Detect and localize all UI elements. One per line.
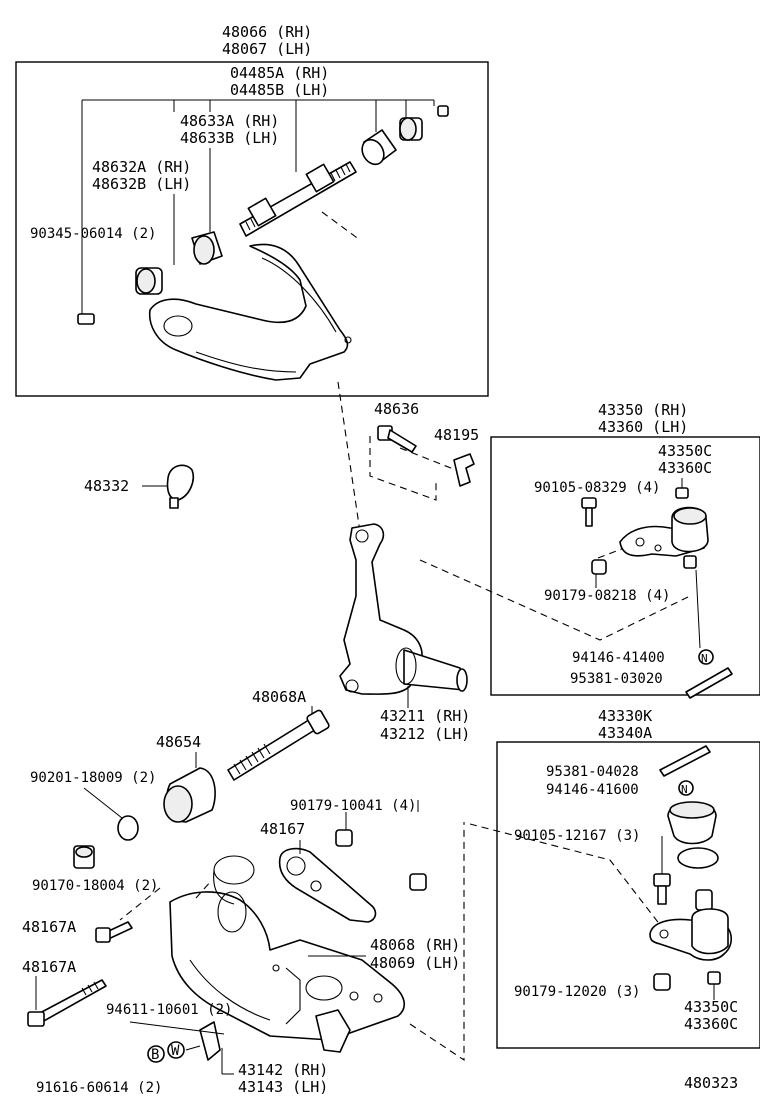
label-stopper-rh: 43142 (RH) — [238, 1061, 328, 1079]
label-boot-upper-rh: 43350C — [658, 442, 712, 460]
upper-arm-shaft — [239, 161, 357, 237]
bolt-48167a-long-part — [27, 979, 107, 1027]
label-shaft-kit-lh: 04485B (LH) — [230, 81, 329, 99]
bushing-48632-lower — [135, 267, 163, 295]
label-nut-18004: 90170-18004 (2) — [32, 878, 158, 894]
upper-ball-joint-box — [490, 436, 760, 696]
badge-b: B — [147, 1045, 165, 1063]
label-bolt-60614: 91616-60614 (2) — [36, 1080, 162, 1096]
upper-control-arm — [148, 243, 352, 381]
label-bolt-10601: 94611-10601 (2) — [106, 1002, 232, 1018]
badge-w: W — [167, 1041, 185, 1059]
label-bumper: 48332 — [84, 477, 129, 495]
steering-knuckle — [339, 523, 468, 695]
nut-10041-part — [335, 829, 353, 847]
label-bushing-48654: 48654 — [156, 733, 201, 751]
nut-lower-part — [653, 973, 671, 991]
label-nut-upper: 90179-08218 (4) — [544, 588, 670, 604]
label-ball-joint-upper-rh: 43350 (RH) — [598, 401, 688, 419]
lower-ball-joint-box — [496, 741, 760, 1049]
bushing-48633-lower — [191, 231, 223, 265]
label-pin-04028: 95381-04028 — [546, 764, 639, 780]
label-washer-18009: 90201-18009 (2) — [30, 770, 156, 786]
label-bushing-a-rh: 48632A (RH) — [92, 158, 191, 176]
label-nut-lower: 90179-12020 (3) — [514, 984, 640, 1000]
shaft-48068a-part — [227, 709, 330, 781]
label-upper-arm-lh: 48067 (LH) — [222, 40, 312, 58]
label-bushing-b-lh: 48633B (LH) — [180, 129, 279, 147]
label-link-48167: 48167 — [260, 820, 305, 838]
label-bolt-48636: 48636 — [374, 400, 419, 418]
grease-fitting-upper — [437, 105, 449, 117]
label-stopper-lh: 43143 (LH) — [238, 1078, 328, 1096]
label-shaft-48068a: 48068A — [252, 688, 306, 706]
label-boot-lower-rh: 43350C — [684, 998, 738, 1016]
grease-fitting-lower — [77, 313, 95, 325]
clip-48195-part — [453, 453, 475, 487]
label-nut-41600: 94146-41600 — [546, 782, 639, 798]
bolt-48636-part — [377, 425, 417, 453]
upper-ball-joint-part — [619, 487, 709, 569]
label-clip-48195: 48195 — [434, 426, 479, 444]
upper-arm-group-box — [15, 61, 489, 397]
nut-upper-part — [591, 559, 607, 575]
bolt-lower-part — [653, 873, 671, 905]
label-bushing-b-rh: 48633A (RH) — [180, 112, 279, 130]
diagram-number: 480323 — [684, 1074, 738, 1092]
pin-04028-part — [659, 745, 711, 777]
badge-n1-text: N — [701, 652, 708, 665]
lower-ball-joint-part — [649, 889, 732, 961]
badge-w-text: W — [171, 1043, 180, 1059]
boot-small-lower-part — [707, 971, 721, 985]
label-upper-arm-rh: 48066 (RH) — [222, 23, 312, 41]
nut-41600-part: N — [678, 780, 694, 796]
label-grease-fitting: 90345-06014 (2) — [30, 226, 156, 242]
label-shaft-kit-rh: 04485A (RH) — [230, 64, 329, 82]
bushing-48654-part — [163, 767, 216, 823]
nut-41400-part: N — [698, 649, 714, 665]
label-nut-41400: 94146-41400 — [572, 650, 665, 666]
label-bolt-48167a-long: 48167A — [22, 958, 76, 976]
link-48167-part — [278, 847, 377, 923]
label-boot-upper-lh: 43360C — [658, 459, 712, 477]
label-knuckle-rh: 43211 (RH) — [380, 707, 470, 725]
nut-18004-part — [73, 845, 95, 869]
label-ball-joint-lower-lh: 43340A — [598, 724, 652, 742]
badge-n2-text: N — [681, 783, 688, 796]
label-lower-arm-lh: 48069 (LH) — [370, 954, 460, 972]
pin-03020-part — [685, 667, 733, 699]
boot-lower-part — [667, 801, 719, 869]
label-bushing-a-lh: 48632B (LH) — [92, 175, 191, 193]
label-bolt-upper: 90105-08329 (4) — [534, 480, 660, 496]
bolt-48167a-short-part — [95, 921, 133, 943]
badge-b-text: B — [151, 1047, 159, 1063]
bumper-48332-part — [166, 464, 194, 509]
label-lower-arm-rh: 48068 (RH) — [370, 936, 460, 954]
bushing-48632-upper — [399, 117, 423, 141]
label-ball-joint-upper-lh: 43360 (LH) — [598, 418, 688, 436]
label-nut-10041: 90179-10041 (4) — [290, 798, 416, 814]
label-boot-lower-lh: 43360C — [684, 1015, 738, 1033]
nut-10041-second — [409, 873, 427, 891]
label-bolt-lower: 90105-12167 (3) — [514, 828, 640, 844]
washer-18009-part — [117, 815, 139, 841]
label-knuckle-lh: 43212 (LH) — [380, 725, 470, 743]
label-ball-joint-lower-rh: 43330K — [598, 707, 652, 725]
lower-control-arm — [169, 855, 405, 1041]
bolt-upper-part — [581, 497, 597, 527]
label-bolt-48167a-short: 48167A — [22, 918, 76, 936]
label-pin-03020: 95381-03020 — [570, 671, 663, 687]
bushing-48633-upper — [361, 129, 397, 166]
